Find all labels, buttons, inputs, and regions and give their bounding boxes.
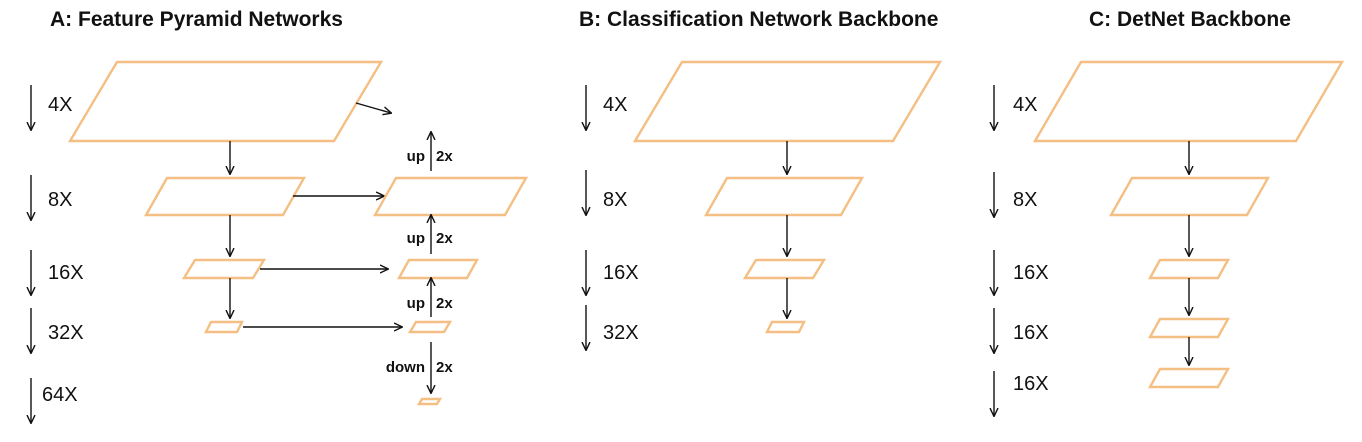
scale-label: 16X bbox=[1013, 262, 1049, 284]
scale-label: 32X bbox=[48, 322, 84, 344]
panel-a-title: A: Feature Pyramid Networks bbox=[50, 8, 343, 31]
scale-label: 8X bbox=[603, 189, 627, 211]
op-label-up: up bbox=[407, 148, 425, 165]
feature-map-16x bbox=[1147, 367, 1231, 389]
scale-label: 16X bbox=[603, 262, 639, 284]
scale-label: 4X bbox=[48, 94, 72, 116]
scale-label: 4X bbox=[1013, 94, 1037, 116]
op-label-down: down bbox=[386, 359, 425, 376]
feature-map-4x bbox=[1032, 60, 1345, 143]
feature-map-4x bbox=[632, 60, 943, 143]
op-label-2x: 2x bbox=[436, 359, 453, 376]
scale-label: 16X bbox=[48, 262, 84, 284]
panel-a: A: Feature Pyramid Networks 4X 8X 16X 32… bbox=[31, 8, 529, 423]
panel-b: B: Classification Network Backbone 4X 8X… bbox=[579, 8, 943, 350]
pyramid-output-8x bbox=[372, 176, 529, 217]
feature-map-16x bbox=[181, 258, 267, 280]
feature-map-16x bbox=[1147, 317, 1231, 339]
panel-b-title: B: Classification Network Backbone bbox=[579, 8, 938, 31]
scale-label: 8X bbox=[48, 189, 72, 211]
pyramid-output-64x bbox=[416, 397, 443, 406]
feature-map-32x bbox=[765, 320, 806, 334]
scale-label: 32X bbox=[603, 322, 639, 344]
feature-map-8x bbox=[143, 176, 307, 217]
op-label-up: up bbox=[407, 230, 425, 247]
feature-map-16x bbox=[742, 258, 827, 280]
feature-map-8x bbox=[1108, 176, 1271, 217]
feature-map-16x bbox=[1147, 258, 1231, 280]
panel-c-title: C: DetNet Backbone bbox=[1089, 8, 1291, 31]
scale-label: 4X bbox=[603, 94, 627, 116]
op-label-2x: 2x bbox=[436, 148, 453, 165]
panel-c: C: DetNet Backbone 4X 8X 16X 16X 16X bbox=[994, 8, 1345, 416]
scale-label: 64X bbox=[42, 384, 78, 406]
lateral-arrow-4x bbox=[355, 102, 391, 113]
scale-label: 8X bbox=[1013, 189, 1037, 211]
op-label-up: up bbox=[407, 295, 425, 312]
feature-map-4x bbox=[67, 60, 384, 143]
scale-label: 16X bbox=[1013, 322, 1049, 344]
scale-label: 16X bbox=[1013, 373, 1049, 395]
op-label-2x: 2x bbox=[436, 230, 453, 247]
pyramid-output-32x bbox=[407, 320, 453, 334]
op-label-2x: 2x bbox=[436, 295, 453, 312]
pyramid-output-16x bbox=[396, 258, 480, 280]
feature-map-8x bbox=[703, 176, 865, 217]
feature-map-32x bbox=[204, 320, 244, 334]
